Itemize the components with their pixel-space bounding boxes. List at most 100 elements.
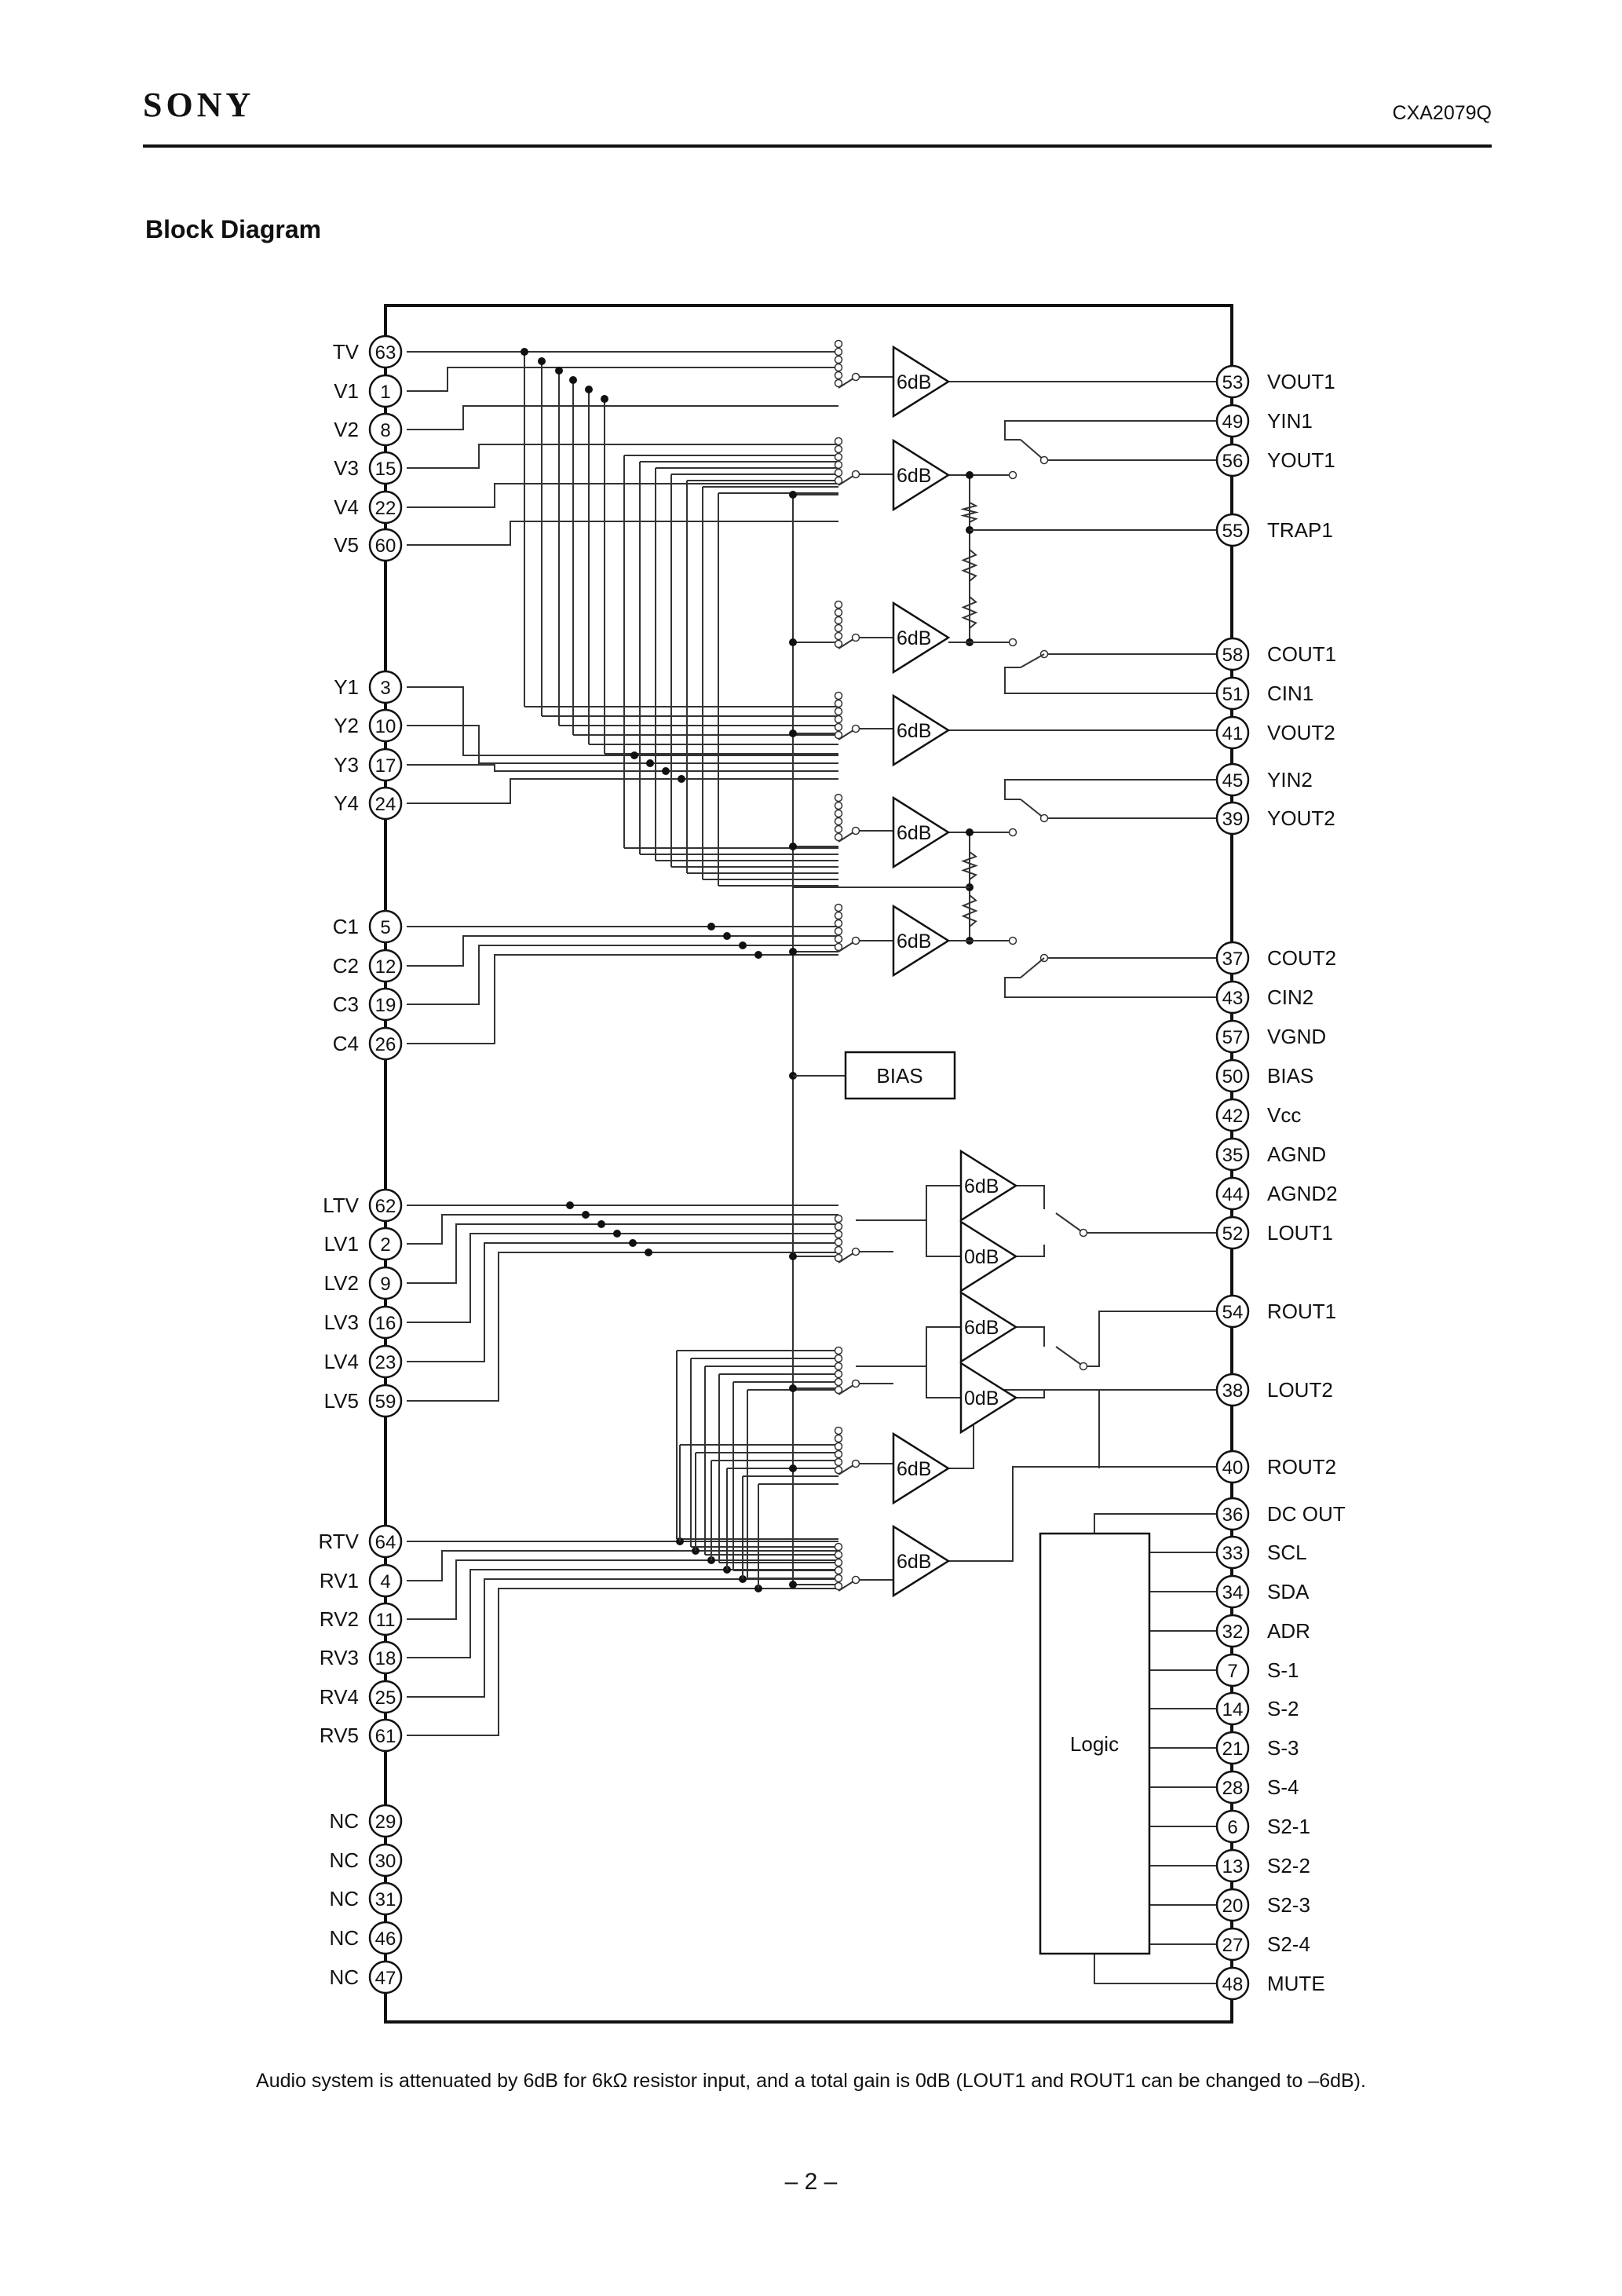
pin-number: 1: [380, 382, 390, 403]
part-number: CXA2079Q: [1392, 102, 1492, 124]
pin-number: 37: [1222, 949, 1244, 970]
contact-point: [851, 1247, 860, 1256]
pin-number: 15: [375, 459, 396, 480]
amplifier-triangle: [892, 438, 951, 512]
pin-circle: [1215, 1058, 1250, 1093]
pin-label: LV3: [324, 1311, 359, 1334]
contact-point: [834, 616, 843, 625]
amplifier-triangle: [892, 345, 951, 419]
pin-label: YIN2: [1267, 768, 1313, 792]
pin-label: Vcc: [1267, 1103, 1301, 1127]
contact-point: [834, 715, 843, 724]
pin-circle: [368, 786, 403, 821]
junction-dot: [629, 1239, 637, 1247]
pin-number: 35: [1222, 1145, 1244, 1166]
contact-point: [834, 1253, 843, 1263]
contact-point: [1039, 455, 1049, 465]
pin-number: 26: [375, 1034, 396, 1055]
amplifier-triangle: [892, 795, 951, 869]
pin-label: YOUT1: [1267, 448, 1335, 472]
pin-circle: [368, 1266, 403, 1300]
contact-point: [834, 452, 843, 462]
pin-label: TRAP1: [1267, 518, 1333, 542]
junction-dot: [538, 357, 546, 365]
pin-label: LV2: [324, 1271, 359, 1295]
contact-point: [834, 600, 843, 609]
input-wire-l: [407, 1252, 838, 1402]
pin-label: S-2: [1267, 1697, 1299, 1720]
pin-label: AGND: [1267, 1143, 1326, 1166]
pin-number: 21: [1222, 1738, 1244, 1760]
pin-number: 55: [1222, 521, 1244, 542]
pin-label: VGND: [1267, 1025, 1326, 1048]
contact-point: [834, 460, 843, 470]
junction-dot: [613, 1230, 621, 1238]
pin-circle: [368, 1640, 403, 1675]
amplifier-gain-label: 6dB: [897, 627, 931, 649]
pin-circle: [368, 1804, 403, 1838]
caption: Audio system is attenuated by 6dB for 6k…: [256, 2070, 1366, 2092]
wire: [926, 1220, 961, 1257]
pin-number: 52: [1222, 1223, 1244, 1245]
rout2-wire: [948, 1466, 1233, 1562]
amplifier-gain-label: 6dB: [897, 720, 931, 742]
pin-circle: [368, 1718, 403, 1753]
input-wire-c: [407, 954, 838, 1044]
pin-circle: [1215, 1373, 1250, 1407]
resistor: [960, 502, 979, 523]
logic-block-label: Logic: [1070, 1732, 1119, 1756]
pin-circle: [368, 1524, 403, 1559]
pin-number: 51: [1222, 684, 1244, 705]
resistor: [961, 851, 978, 880]
pin-number: 49: [1222, 411, 1244, 433]
pin-label: SDA: [1267, 1580, 1310, 1603]
pin-number: 18: [375, 1648, 396, 1669]
rout1-wire: [1083, 1311, 1233, 1367]
junction-dot: [789, 1581, 797, 1589]
pin-number: 62: [375, 1196, 396, 1217]
pin-circle: [1215, 1019, 1250, 1054]
pin-label: S-3: [1267, 1736, 1299, 1760]
pin-number: 41: [1222, 723, 1244, 744]
contact-point: [834, 903, 843, 912]
pin-circle: [1215, 801, 1250, 835]
junction-dot: [789, 729, 797, 737]
pin-circle: [1215, 1176, 1250, 1211]
pins: 63TV1V18V215V322V460V53Y110Y217Y324Y45C1…: [318, 335, 1346, 2001]
contact-point: [834, 631, 843, 641]
contact-point: [834, 699, 843, 708]
junction-dot: [789, 1464, 797, 1472]
pin-circle: [368, 1227, 403, 1261]
resistor: [961, 549, 978, 582]
pin-label: NC: [329, 1848, 359, 1872]
contact-point: [1079, 1228, 1088, 1238]
input-wire-y: [407, 725, 838, 764]
contact-point: [834, 691, 843, 700]
pin-label: S2-2: [1267, 1854, 1310, 1877]
amplifier-triangle: [959, 1361, 1018, 1435]
input-wire-r: [407, 1569, 838, 1658]
contact-point: [834, 347, 843, 356]
amplifier-gain-label: 6dB: [897, 822, 931, 844]
lout2-wire: [948, 1389, 1233, 1469]
pin-circle: [368, 1881, 403, 1916]
amplifier-gain-label: 0dB: [964, 1387, 999, 1409]
junction-dot: [723, 932, 731, 940]
junction-dot: [662, 767, 670, 775]
amplifier-gain-label: 6dB: [897, 1551, 931, 1573]
contact-point: [834, 1442, 843, 1451]
amplifier-triangle: [892, 1431, 951, 1505]
pin-number: 16: [375, 1313, 396, 1334]
junction-dot: [646, 759, 654, 767]
contact-point: [834, 942, 843, 952]
dc-out-wire: [1094, 1513, 1233, 1534]
pin-number: 27: [1222, 1935, 1244, 1956]
pin-number: 63: [375, 342, 396, 364]
input-wire-r: [407, 1550, 838, 1581]
pin-circle: [1215, 637, 1250, 671]
pin-number: 40: [1222, 1457, 1244, 1479]
pin-circle: [368, 987, 403, 1022]
pin-circle: [1215, 1966, 1250, 2001]
